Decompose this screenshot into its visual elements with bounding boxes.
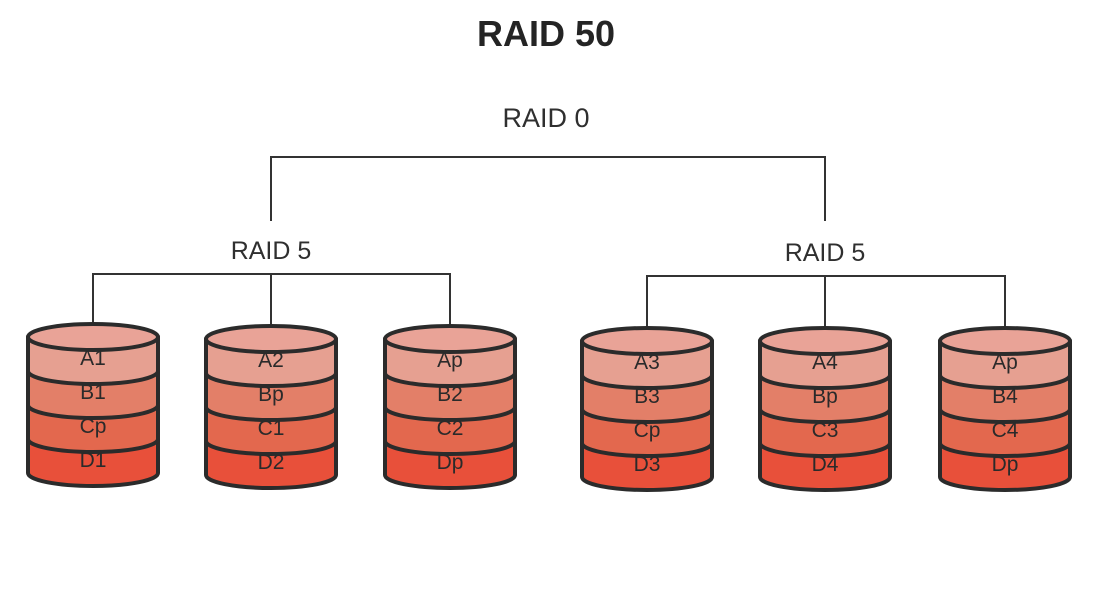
disk-0-0-cell-3-label: D1 — [80, 449, 107, 472]
disk-0-2-cell-2-label: C2 — [437, 417, 464, 440]
disk-1-2-lid — [938, 326, 1072, 356]
raid5-label-right: RAID 5 — [785, 239, 866, 267]
disk-0-2-lid — [383, 324, 517, 354]
disk-1-1-cell-0-label: A4 — [812, 351, 838, 374]
diagram-title: RAID 50 — [477, 13, 615, 54]
disk-1-1-lid — [758, 326, 892, 356]
raid5-label-left: RAID 5 — [231, 237, 312, 265]
disk-1-1-cell-3-label: D4 — [812, 453, 839, 476]
disk-0-1-lid — [204, 324, 338, 354]
disk-1-1-cell-1-label: Bp — [812, 385, 838, 408]
disk-1-2-cell-1-label: B4 — [992, 385, 1018, 408]
disk-0-0-cell-2-label: Cp — [80, 415, 107, 438]
raid0-label: RAID 0 — [502, 103, 589, 133]
disk-0-0-lid — [26, 322, 160, 352]
disk-0-0-cell-0-label: A1 — [80, 347, 106, 370]
disk-0-1-cell-0-label: A2 — [258, 349, 284, 372]
disk-1-2-cell-2-label: C4 — [992, 419, 1019, 442]
disk-1-1-cell-2-label: C3 — [812, 419, 839, 442]
disk-0-1-cell-3-label: D2 — [258, 451, 285, 474]
disk-1-0-cell-3-label: D3 — [634, 453, 661, 476]
disk-0-2-cell-3-label: Dp — [437, 451, 464, 474]
disk-0-1-cell-1-label: Bp — [258, 383, 284, 406]
disk-0-1-cell-2-label: C1 — [258, 417, 285, 440]
disk-0-0-cell-1-label: B1 — [80, 381, 106, 404]
disk-0-2-cell-0-label: Ap — [437, 349, 463, 372]
disk-1-0-lid — [580, 326, 714, 356]
disk-1-0-cell-2-label: Cp — [634, 419, 661, 442]
disk-1-0-cell-0-label: A3 — [634, 351, 660, 374]
disk-1-2-cell-3-label: Dp — [992, 453, 1019, 476]
disk-0-2-cell-1-label: B2 — [437, 383, 463, 406]
disk-1-2-cell-0-label: Ap — [992, 351, 1018, 374]
disk-1-0-cell-1-label: B3 — [634, 385, 660, 408]
connector-lines — [92, 156, 1006, 340]
